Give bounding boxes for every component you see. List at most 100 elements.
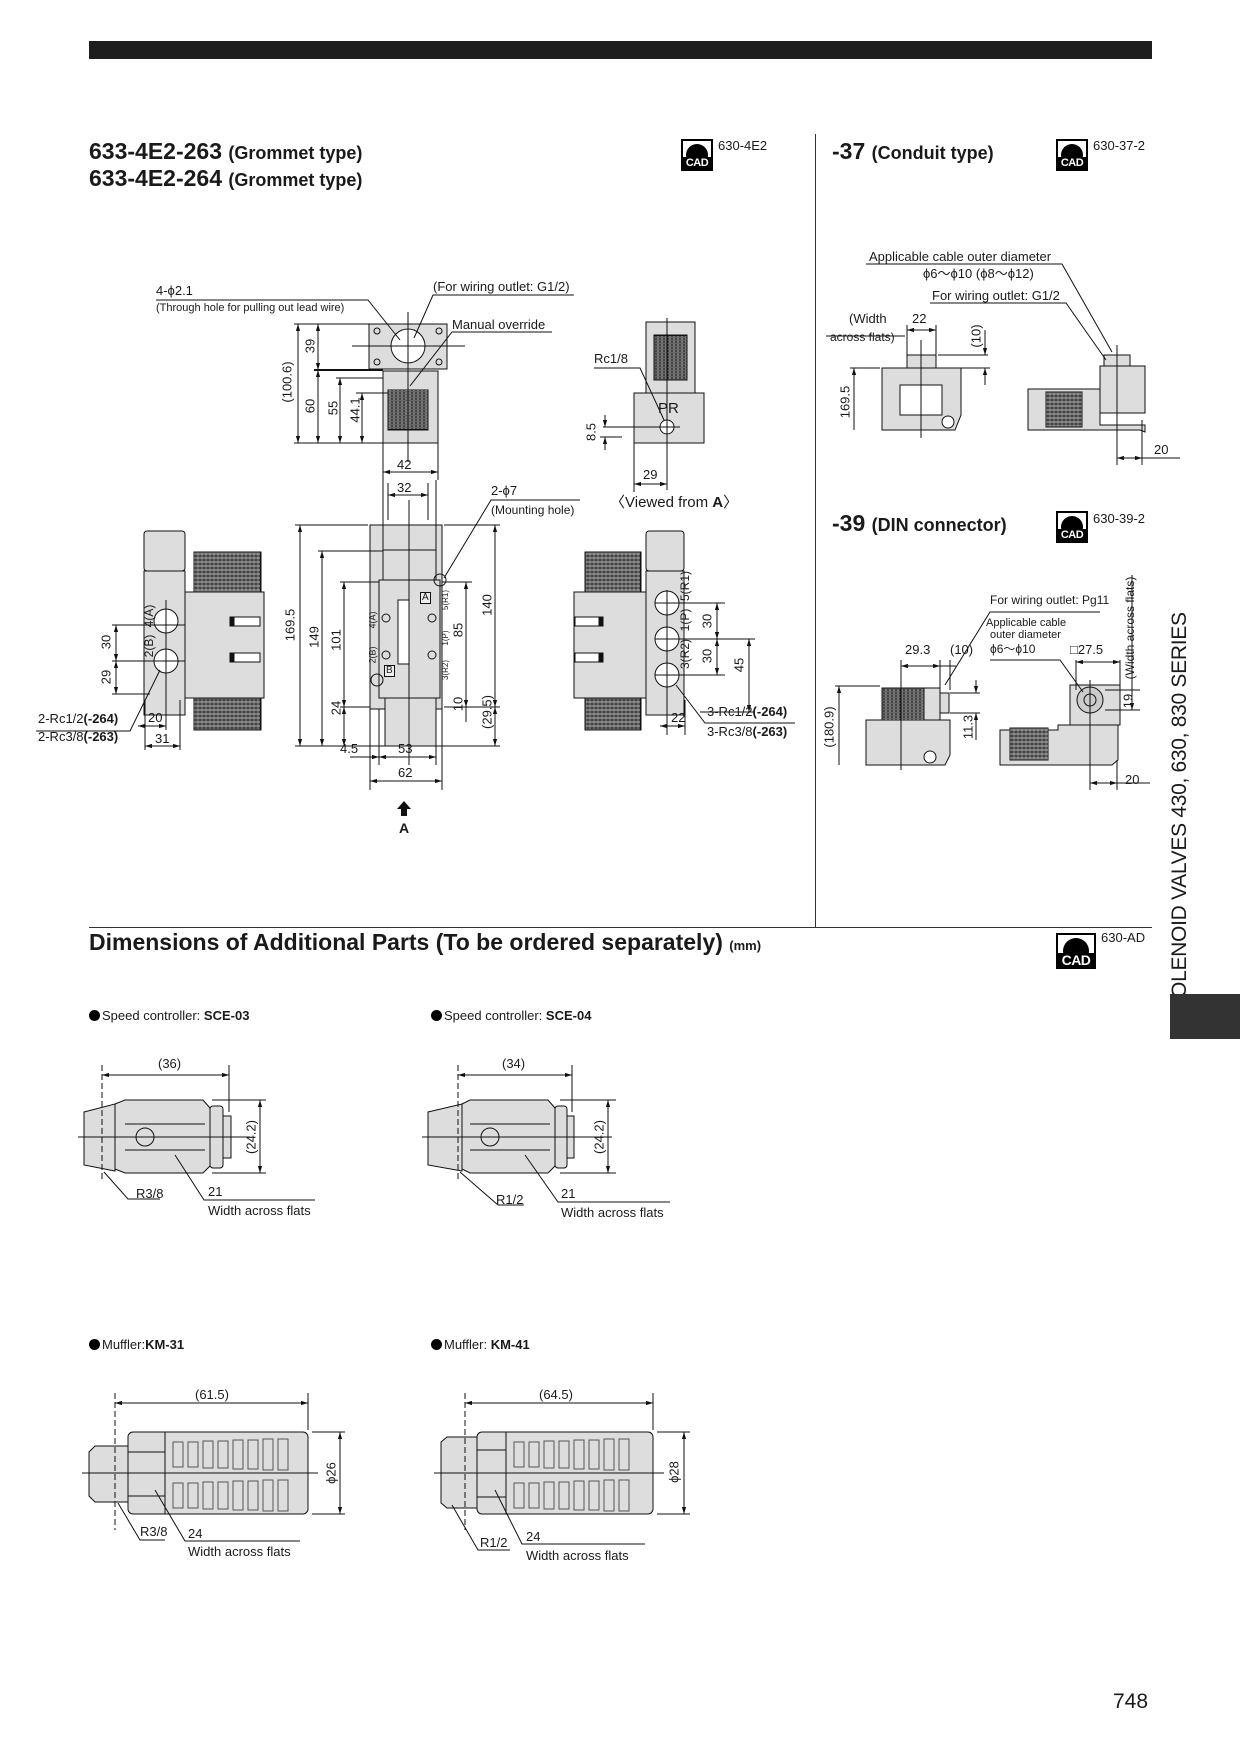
cad-icon[interactable]: CAD — [1056, 933, 1096, 969]
port-spec-263: 3-Rc3/8(-263) — [707, 724, 788, 739]
port-label: Rc1/8 — [594, 351, 628, 366]
dim-label: 24 — [188, 1526, 203, 1541]
front-view-drawing — [295, 480, 580, 816]
cad-icon[interactable]: CAD — [681, 139, 713, 171]
dim-label: (10) — [968, 324, 984, 348]
dim-label: ϕ26 — [323, 1462, 339, 1484]
dim-label: 85 — [450, 622, 466, 638]
annotation: (Mounting hole) — [491, 503, 575, 517]
port-label: 5(R1) — [678, 570, 692, 602]
thread-label: R3/8 — [140, 1524, 168, 1539]
dim-label: 31 — [155, 731, 170, 746]
dim-label: 24 — [328, 700, 344, 716]
din-title: -39 (DIN connector) — [832, 510, 1007, 536]
dim-label: 45 — [731, 657, 747, 673]
dim-label: 30 — [699, 613, 715, 629]
model-number: 633-4E2-263 — [89, 138, 222, 164]
port-label: 3(R2) — [441, 659, 450, 681]
annotation: (For wiring outlet: G1/2) — [433, 279, 570, 294]
additional-parts-title: Dimensions of Additional Parts (To be or… — [89, 929, 762, 955]
dim-label: 39 — [302, 338, 318, 354]
dim-label: 53 — [398, 741, 413, 756]
dim-label: (61.5) — [195, 1387, 229, 1402]
bullet-icon — [89, 1339, 100, 1350]
cad-label: CAD — [1058, 529, 1086, 541]
conduit-drawing — [826, 263, 1180, 465]
cad-label: CAD — [683, 157, 711, 169]
dim-label: 29 — [98, 669, 114, 685]
model-title-264: 633-4E2-264 (Grommet type) — [89, 165, 362, 192]
annotation: For wiring outlet: Pg11 — [990, 593, 1110, 607]
dim-label: (10) — [950, 642, 974, 657]
model-type: (Grommet type) — [228, 143, 363, 163]
dim-label: 30 — [699, 648, 715, 664]
port-label: 2(B) — [367, 646, 378, 664]
solenoid-a-marker: A — [420, 592, 431, 604]
thread-label: R3/8 — [136, 1186, 164, 1201]
conduit-title: -37 (Conduit type) — [832, 138, 994, 164]
dim-label: 4.5 — [340, 741, 359, 756]
view-from-a-drawing — [594, 318, 705, 492]
port-label: 2(B) — [142, 634, 156, 658]
dim-label: 32 — [397, 480, 412, 495]
annotation: Applicable cable outer diameter — [869, 249, 1052, 264]
dim-label: (180.9) — [821, 706, 837, 748]
dim-label: 22 — [912, 311, 927, 326]
annotation: outer diameter — [990, 629, 1061, 641]
part-heading-km-41: Muffler: KM-41 — [431, 1337, 530, 1352]
dim-label: 21 — [561, 1186, 576, 1201]
annotation: Manual override — [452, 317, 546, 332]
km-41-drawing — [434, 1393, 690, 1551]
annotation: Width across flats — [208, 1203, 311, 1218]
port-label: 3(R2) — [678, 638, 692, 670]
dim-label: 101 — [328, 629, 344, 651]
thread-label: R1/2 — [496, 1192, 524, 1207]
dim-label: 11.3 — [960, 714, 976, 740]
dim-label: 169.5 — [837, 385, 853, 419]
dim-label: (24.2) — [243, 1120, 259, 1154]
cad-code: 630-4E2 — [718, 138, 768, 153]
view-caption: 〈Viewed from A〉 — [610, 494, 739, 511]
dim-label: (34) — [502, 1056, 526, 1071]
annotation: For wiring outlet: G1/2 — [932, 288, 1060, 303]
solenoid-b-marker: B — [384, 665, 395, 677]
page-number: 748 — [1113, 1690, 1149, 1713]
port-label: 1(P) — [678, 608, 692, 632]
cad-icon[interactable]: CAD — [1056, 511, 1088, 543]
dim-label: 2-ϕ7 — [491, 483, 518, 498]
cad-code: 630-39-2 — [1093, 511, 1146, 526]
series-side-label: SOLENOID VALVES 430, 630, 830 SERIES — [1168, 612, 1191, 1012]
annotation: ϕ6〜ϕ10 (ϕ8〜ϕ12) — [923, 266, 1034, 281]
dim-label: 20 — [148, 710, 163, 725]
dim-label: 30 — [98, 634, 114, 650]
model-type: (Grommet type) — [228, 170, 363, 190]
view-a-marker: A — [399, 820, 410, 836]
cad-code: 630-AD — [1101, 930, 1146, 945]
dim-label: ϕ28 — [666, 1461, 682, 1483]
port-label: 4(A) — [142, 604, 156, 628]
cad-label: CAD — [1058, 953, 1094, 967]
annotation: Applicable cable — [986, 617, 1067, 629]
dim-label: 8.5 — [583, 422, 599, 442]
port-label: 5(R1) — [441, 589, 450, 611]
annotation: ϕ6〜ϕ10 — [990, 642, 1036, 656]
annotation: (Width — [849, 311, 887, 326]
dim-label: (24.2) — [591, 1120, 607, 1154]
dim-label: 24 — [526, 1529, 541, 1544]
bullet-icon — [431, 1010, 442, 1021]
dim-label: 20 — [1125, 772, 1140, 787]
arrow-up-icon — [397, 801, 411, 816]
annotation: (Width across flats) — [1123, 576, 1137, 680]
cad-icon[interactable]: CAD — [1056, 139, 1088, 171]
port-spec-264: 3-Rc1/2(-264) — [707, 704, 788, 719]
port-label: 4(A) — [367, 611, 378, 629]
annotation: Width across flats — [526, 1548, 629, 1563]
bullet-icon — [89, 1010, 100, 1021]
dim-label: 19 — [1120, 693, 1136, 709]
annotation: across flats) — [830, 330, 895, 344]
dim-label: (100.6) — [279, 361, 295, 403]
sce-04-drawing — [422, 1065, 670, 1206]
annotation: (Through hole for pulling out lead wire) — [156, 302, 345, 314]
section-tab — [1170, 994, 1240, 1039]
dim-label: 22 — [671, 710, 686, 725]
